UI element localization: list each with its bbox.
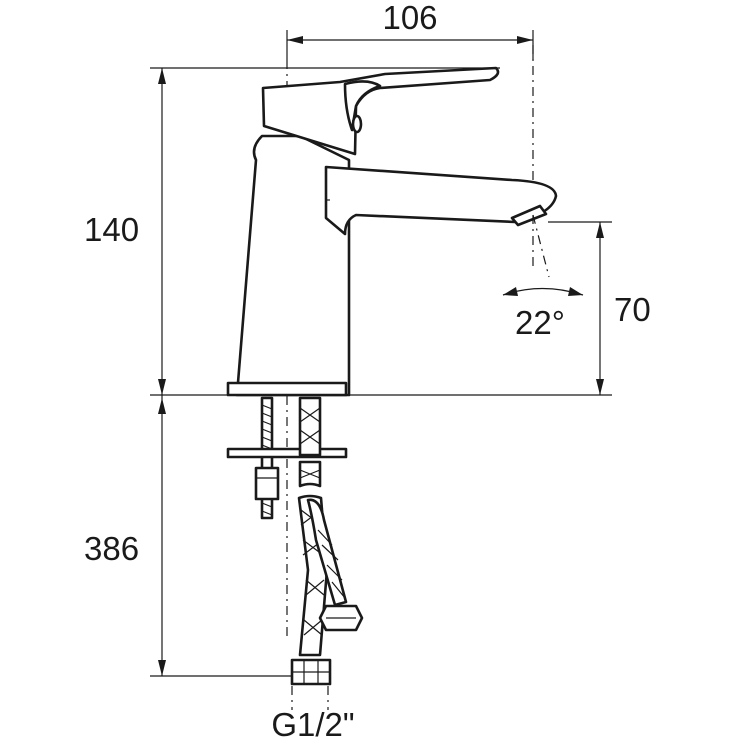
faucet-body <box>235 66 558 397</box>
hose-length-label: 386 <box>84 530 139 567</box>
connection-thread-label: G1/2" <box>271 706 354 743</box>
dimension-connection-thread: G1/2" <box>271 686 355 743</box>
base-flange <box>226 381 348 397</box>
dimension-hose-length: 386 <box>84 395 296 677</box>
dimension-spout-height: 70 <box>548 221 651 395</box>
mounting-stud <box>226 396 348 520</box>
supply-hoses <box>290 396 364 686</box>
spout-height-label: 70 <box>614 291 651 328</box>
spout-angle-label: 22° <box>515 304 565 341</box>
spout-reach-label: 106 <box>382 0 437 36</box>
dimension-spout-reach: 106 <box>286 0 534 60</box>
total-height-label: 140 <box>84 211 139 248</box>
spout-angle-indicator: 22° <box>502 214 584 341</box>
